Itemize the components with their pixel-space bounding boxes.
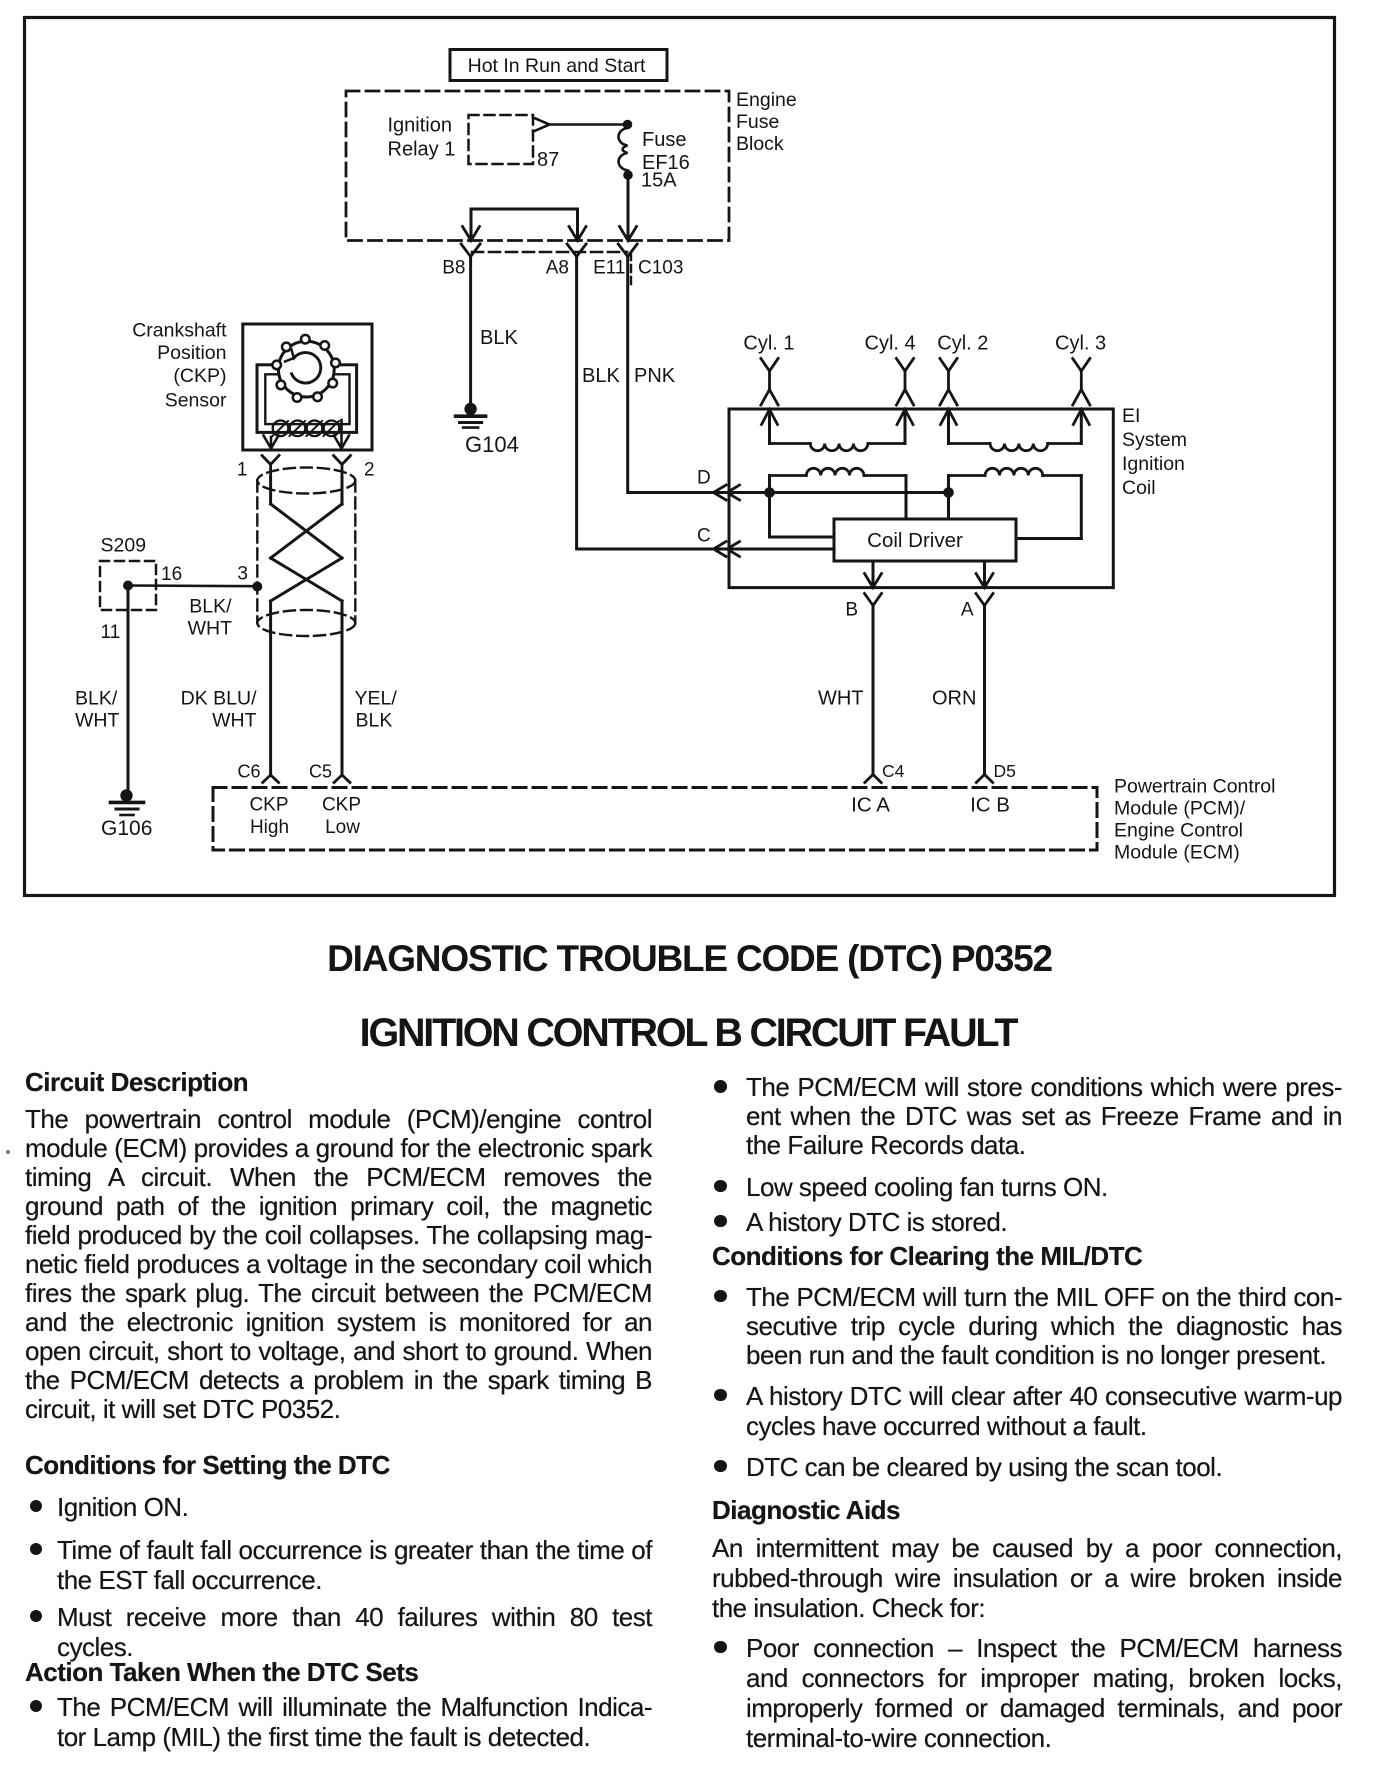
svg-text:Module (PCM)/: Module (PCM)/ bbox=[1114, 798, 1246, 820]
svg-text:S209: S209 bbox=[101, 535, 147, 557]
svg-text:Crankshaft: Crankshaft bbox=[132, 319, 227, 341]
svg-text:D5: D5 bbox=[994, 761, 1016, 781]
svg-text:EI: EI bbox=[1122, 405, 1140, 427]
svg-text:Coil Driver: Coil Driver bbox=[867, 529, 963, 552]
svg-text:Block: Block bbox=[736, 133, 784, 155]
svg-text:Cyl. 2: Cyl. 2 bbox=[937, 333, 988, 355]
svg-text:1: 1 bbox=[237, 460, 248, 481]
svg-text:Cyl. 1: Cyl. 1 bbox=[743, 333, 794, 355]
svg-text:A8: A8 bbox=[546, 258, 569, 279]
svg-text:(CKP): (CKP) bbox=[173, 365, 226, 387]
svg-text:16: 16 bbox=[161, 564, 182, 585]
svg-text:Cyl. 4: Cyl. 4 bbox=[865, 333, 916, 355]
svg-text:15A: 15A bbox=[641, 170, 677, 192]
svg-text:ORN: ORN bbox=[932, 688, 976, 710]
svg-text:CKP: CKP bbox=[249, 795, 288, 816]
svg-text:Relay 1: Relay 1 bbox=[388, 138, 456, 160]
svg-text:YEL/: YEL/ bbox=[355, 688, 398, 710]
svg-text:2: 2 bbox=[364, 460, 375, 481]
svg-text:11: 11 bbox=[101, 622, 121, 643]
svg-text:BLK: BLK bbox=[582, 365, 620, 387]
svg-text:PNK: PNK bbox=[634, 365, 676, 387]
svg-text:WHT: WHT bbox=[188, 618, 232, 640]
svg-text:BLK: BLK bbox=[480, 327, 518, 349]
svg-text:BLK/: BLK/ bbox=[75, 688, 118, 710]
svg-text:E11: E11 bbox=[593, 258, 625, 279]
svg-text:DK BLU/: DK BLU/ bbox=[181, 688, 257, 710]
svg-text:Engine: Engine bbox=[736, 89, 797, 111]
svg-text:Module (ECM): Module (ECM) bbox=[1114, 842, 1240, 864]
svg-text:Coil: Coil bbox=[1122, 477, 1156, 499]
svg-text:IC B: IC B bbox=[970, 794, 1010, 817]
svg-text:3: 3 bbox=[237, 564, 248, 585]
svg-text:Cyl. 3: Cyl. 3 bbox=[1055, 333, 1106, 355]
svg-text:CKP: CKP bbox=[322, 795, 361, 816]
svg-text:Fuse: Fuse bbox=[736, 111, 779, 133]
svg-text:IC A: IC A bbox=[851, 794, 890, 817]
svg-text:B8: B8 bbox=[442, 258, 465, 279]
svg-text:Position: Position bbox=[157, 342, 226, 364]
svg-text:Hot In Run and Start: Hot In Run and Start bbox=[468, 55, 646, 77]
svg-text:B: B bbox=[845, 600, 858, 621]
svg-text:C6: C6 bbox=[237, 762, 260, 782]
svg-text:System: System bbox=[1122, 429, 1187, 451]
svg-text:Low: Low bbox=[325, 817, 360, 838]
svg-text:87: 87 bbox=[537, 149, 559, 171]
svg-text:EF16: EF16 bbox=[642, 152, 690, 174]
svg-text:WHT: WHT bbox=[75, 710, 119, 732]
svg-text:Sensor: Sensor bbox=[165, 390, 227, 412]
svg-text:WHT: WHT bbox=[818, 688, 864, 710]
svg-text:Ignition: Ignition bbox=[388, 115, 453, 137]
svg-text:C103: C103 bbox=[638, 258, 683, 279]
svg-text:G106: G106 bbox=[101, 817, 152, 840]
svg-text:Ignition: Ignition bbox=[1122, 453, 1185, 475]
svg-text:A: A bbox=[961, 600, 974, 621]
svg-text:G104: G104 bbox=[465, 432, 519, 457]
svg-text:D: D bbox=[697, 468, 711, 489]
svg-text:Engine Control: Engine Control bbox=[1114, 820, 1243, 842]
svg-text:Powertrain Control: Powertrain Control bbox=[1114, 776, 1275, 798]
svg-text:WHT: WHT bbox=[212, 710, 256, 732]
svg-text:C: C bbox=[697, 526, 711, 547]
svg-text:BLK/: BLK/ bbox=[189, 596, 232, 618]
svg-text:High: High bbox=[250, 817, 289, 838]
svg-text:C4: C4 bbox=[882, 761, 905, 781]
svg-text:BLK: BLK bbox=[356, 710, 393, 732]
svg-text:Fuse: Fuse bbox=[642, 129, 686, 151]
svg-text:C5: C5 bbox=[309, 762, 332, 782]
